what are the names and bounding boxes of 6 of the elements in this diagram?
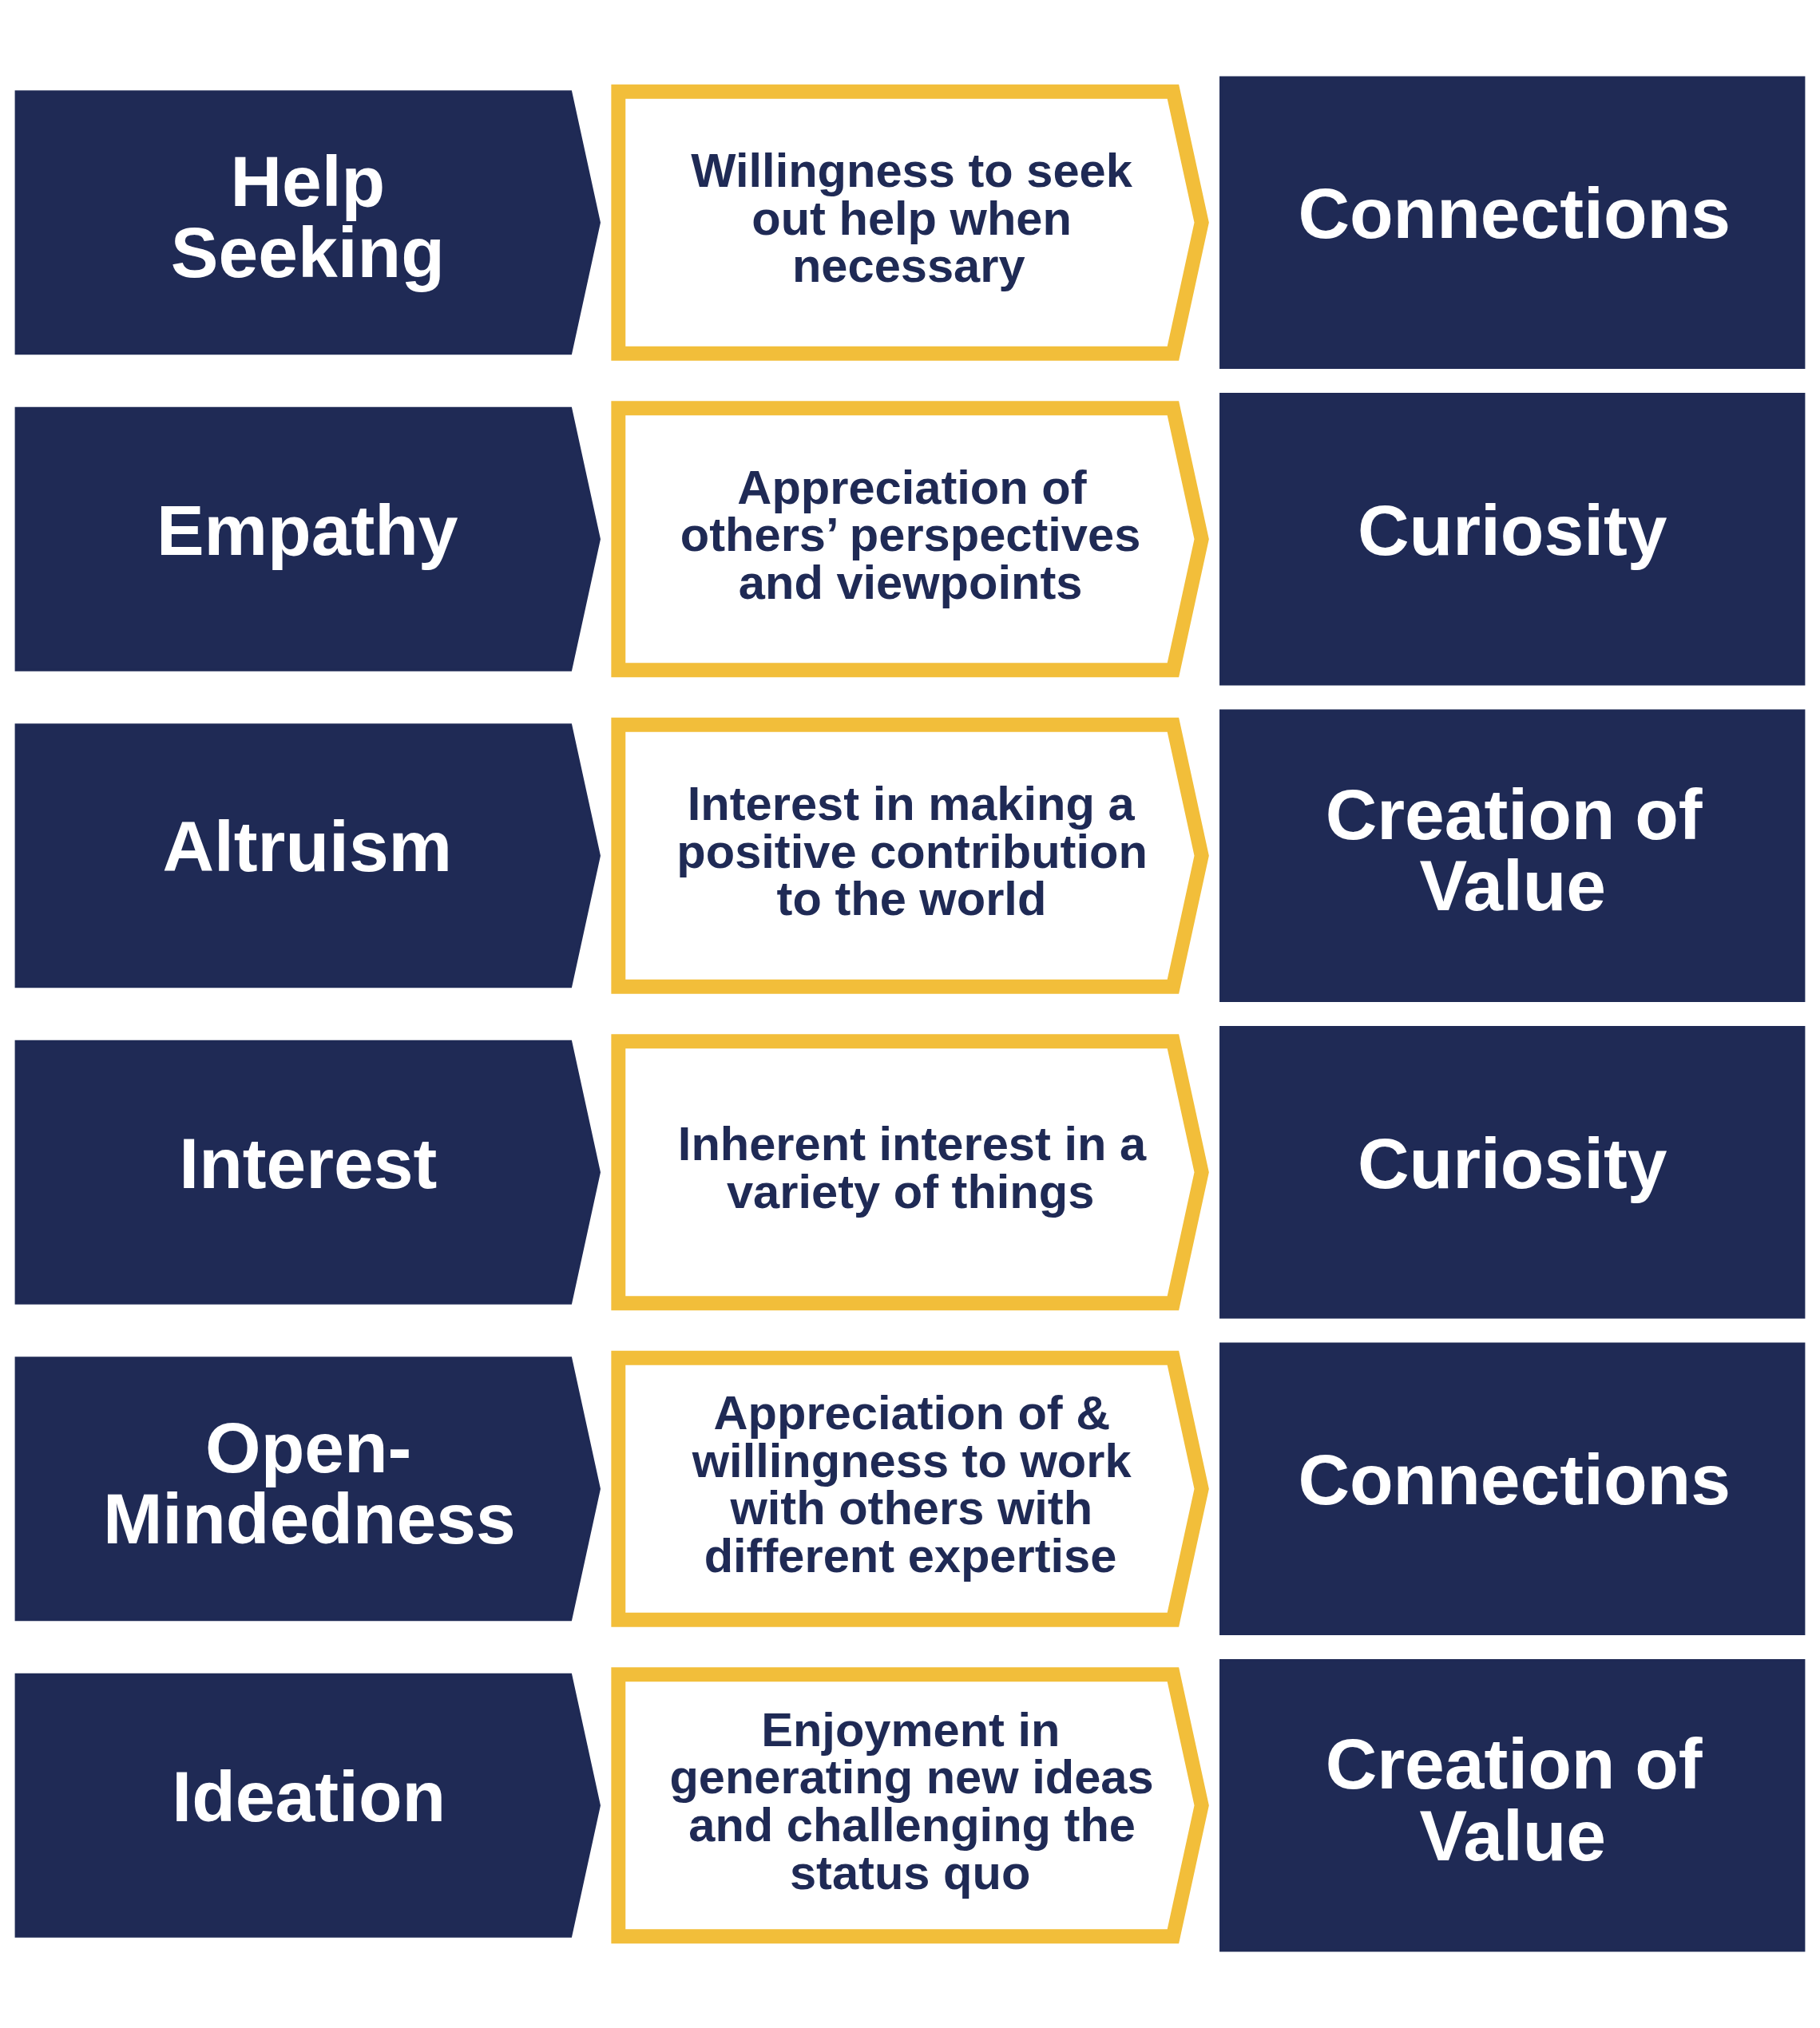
node-box: Curiosity — [1219, 1025, 1806, 1319]
node-box: Connections — [1219, 76, 1806, 370]
node-box: Curiosity — [1219, 392, 1806, 686]
node-box: Creation of Value — [1219, 1658, 1806, 1952]
node-box: Creation of Value — [1219, 709, 1806, 1003]
node-box: Connections — [1219, 1342, 1806, 1636]
